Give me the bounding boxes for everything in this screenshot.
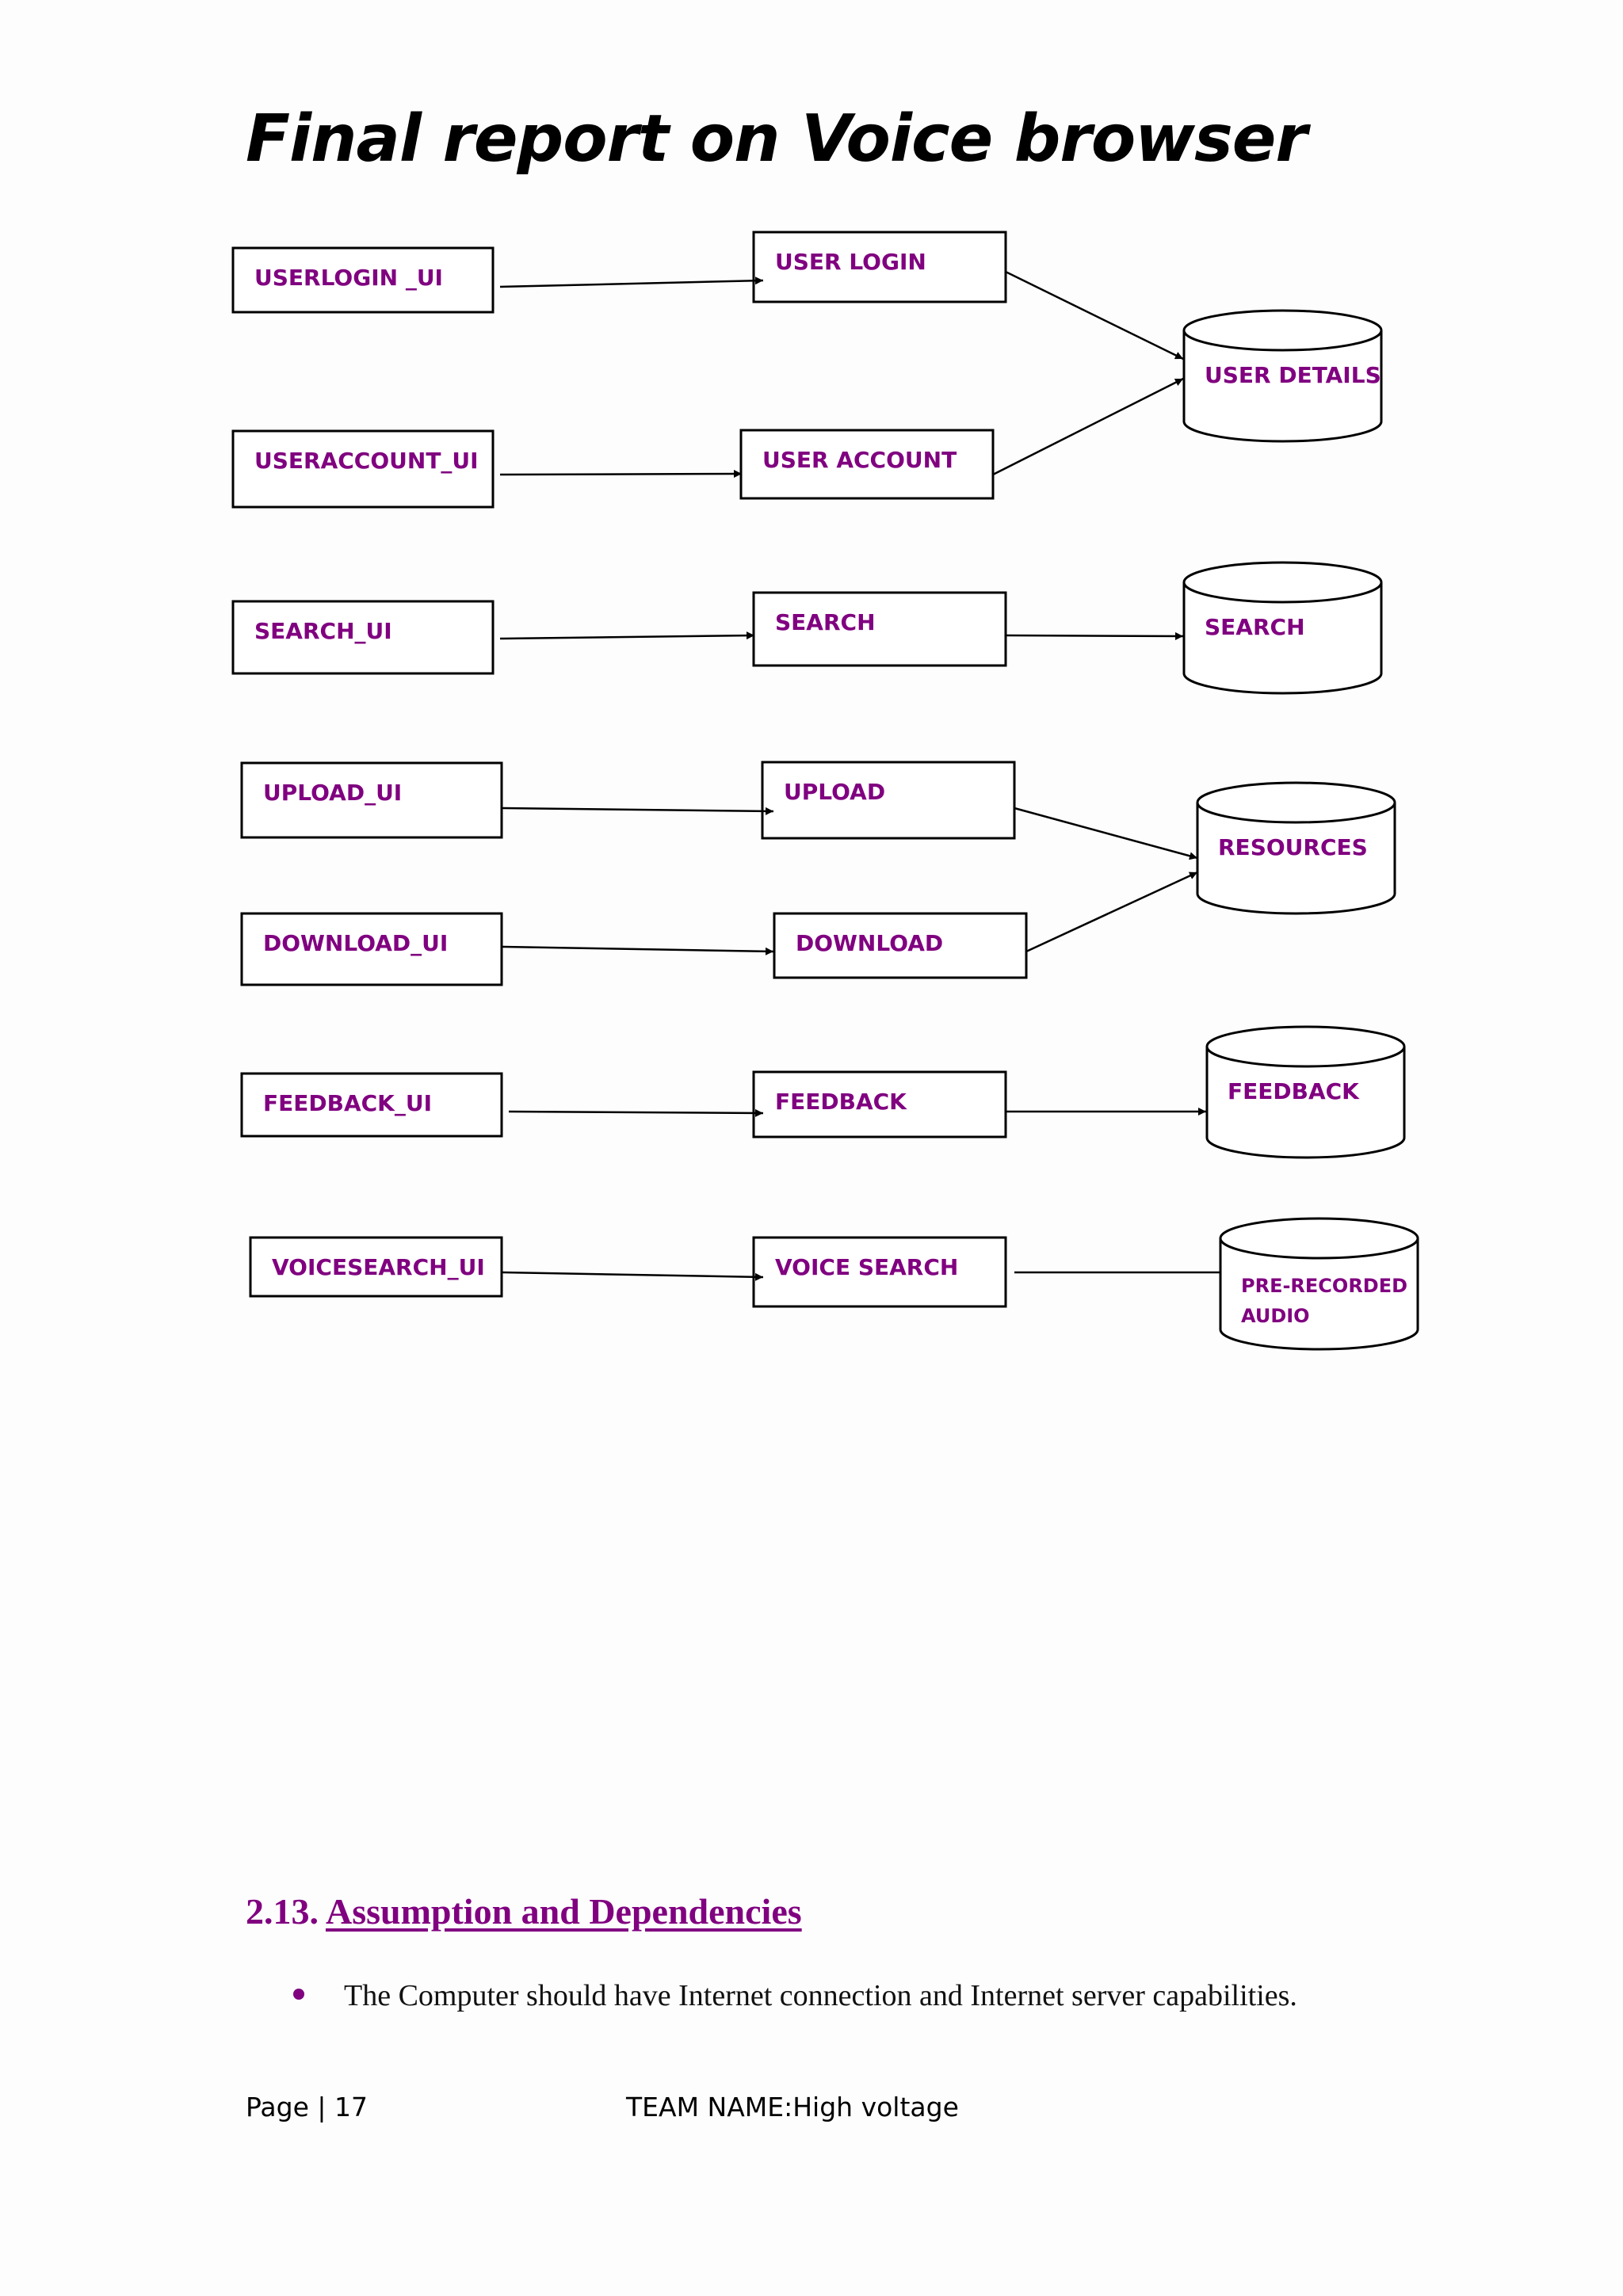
flow-arrow bbox=[499, 631, 755, 640]
process-label: USER ACCOUNT bbox=[762, 447, 957, 473]
datastore-label: RESOURCES bbox=[1218, 834, 1368, 860]
bullet-text: The Computer should have Internet connec… bbox=[344, 1979, 1297, 2012]
datastore-label: AUDIO bbox=[1241, 1305, 1310, 1327]
list-item: The Computer should have Internet connec… bbox=[293, 1976, 1308, 2016]
flow-arrow bbox=[499, 277, 764, 288]
process-label: USER LOGIN bbox=[775, 249, 926, 275]
flow-arrow bbox=[501, 945, 774, 955]
page-title: Final report on Voice browser bbox=[246, 101, 1308, 177]
datastore-label: FEEDBACK bbox=[1228, 1078, 1360, 1104]
ui-label: VOICESEARCH_UI bbox=[272, 1254, 485, 1280]
ui-box-voicesearch-ui: VOICESEARCH_UI bbox=[249, 1236, 503, 1298]
flow-arrow bbox=[1005, 631, 1184, 640]
ui-label: USERACCOUNT_UI bbox=[254, 448, 479, 474]
flow-arrow bbox=[992, 377, 1184, 476]
ui-label: USERLOGIN _UI bbox=[254, 265, 443, 291]
datastore-label: SEARCH bbox=[1205, 614, 1305, 640]
flow-arrow bbox=[501, 807, 774, 815]
ui-label: FEEDBACK_UI bbox=[263, 1090, 432, 1116]
process-box-voice-search: VOICE SEARCH bbox=[752, 1236, 1007, 1308]
process-box-search: SEARCH bbox=[752, 591, 1007, 667]
flow-arrow bbox=[1025, 871, 1198, 953]
footer-team-name: TEAM NAME:High voltage bbox=[626, 2092, 959, 2122]
process-box-user-login: USER LOGIN bbox=[752, 231, 1007, 303]
datastore-pre-recorded-audio: PRE-RECORDED AUDIO bbox=[1219, 1217, 1419, 1351]
datastore-resources: RESOURCES bbox=[1196, 781, 1396, 915]
footer-page-number: Page | 17 bbox=[246, 2092, 368, 2122]
process-box-download: DOWNLOAD bbox=[773, 912, 1028, 979]
flow-arrow bbox=[501, 1271, 764, 1281]
ui-label: DOWNLOAD_UI bbox=[263, 930, 448, 956]
process-label: DOWNLOAD bbox=[796, 930, 943, 956]
datastore-user-details: USER DETAILS bbox=[1182, 309, 1383, 443]
ui-box-search-ui: SEARCH_UI bbox=[231, 600, 495, 675]
flow-arrow bbox=[1014, 807, 1198, 860]
datastore-label: PRE-RECORDED bbox=[1241, 1275, 1407, 1297]
process-box-feedback: FEEDBACK bbox=[752, 1070, 1007, 1138]
ui-label: UPLOAD_UI bbox=[263, 780, 402, 806]
process-box-upload: UPLOAD bbox=[761, 761, 1016, 840]
datastore-search: SEARCH bbox=[1182, 561, 1383, 695]
datastore-feedback: FEEDBACK bbox=[1205, 1025, 1406, 1159]
bullet-icon bbox=[293, 1989, 304, 2000]
ui-box-useraccount-ui: USERACCOUNT_UI bbox=[231, 429, 495, 509]
ui-box-userlogin-ui: USERLOGIN _UI bbox=[231, 246, 495, 314]
process-box-user-account: USER ACCOUNT bbox=[739, 429, 995, 500]
section-number: 2.13. bbox=[246, 1891, 319, 1932]
process-label: SEARCH bbox=[775, 609, 876, 635]
process-label: UPLOAD bbox=[784, 779, 885, 805]
section-heading-text: Assumption and Dependencies bbox=[325, 1891, 802, 1932]
datastore-label: USER DETAILS bbox=[1205, 362, 1381, 388]
bullet-list: The Computer should have Internet connec… bbox=[293, 1976, 1308, 2016]
flow-arrow bbox=[508, 1108, 764, 1117]
ui-box-download-ui: DOWNLOAD_UI bbox=[240, 912, 503, 986]
flow-arrow bbox=[1005, 270, 1184, 360]
flow-arrow bbox=[499, 470, 743, 479]
ui-box-upload-ui: UPLOAD_UI bbox=[240, 761, 503, 839]
process-label: VOICE SEARCH bbox=[775, 1254, 958, 1280]
ui-label: SEARCH_UI bbox=[254, 618, 392, 644]
process-label: FEEDBACK bbox=[775, 1089, 907, 1115]
ui-box-feedback-ui: FEEDBACK_UI bbox=[240, 1072, 503, 1138]
section-heading: 2.13. Assumption and Dependencies bbox=[246, 1890, 802, 1932]
